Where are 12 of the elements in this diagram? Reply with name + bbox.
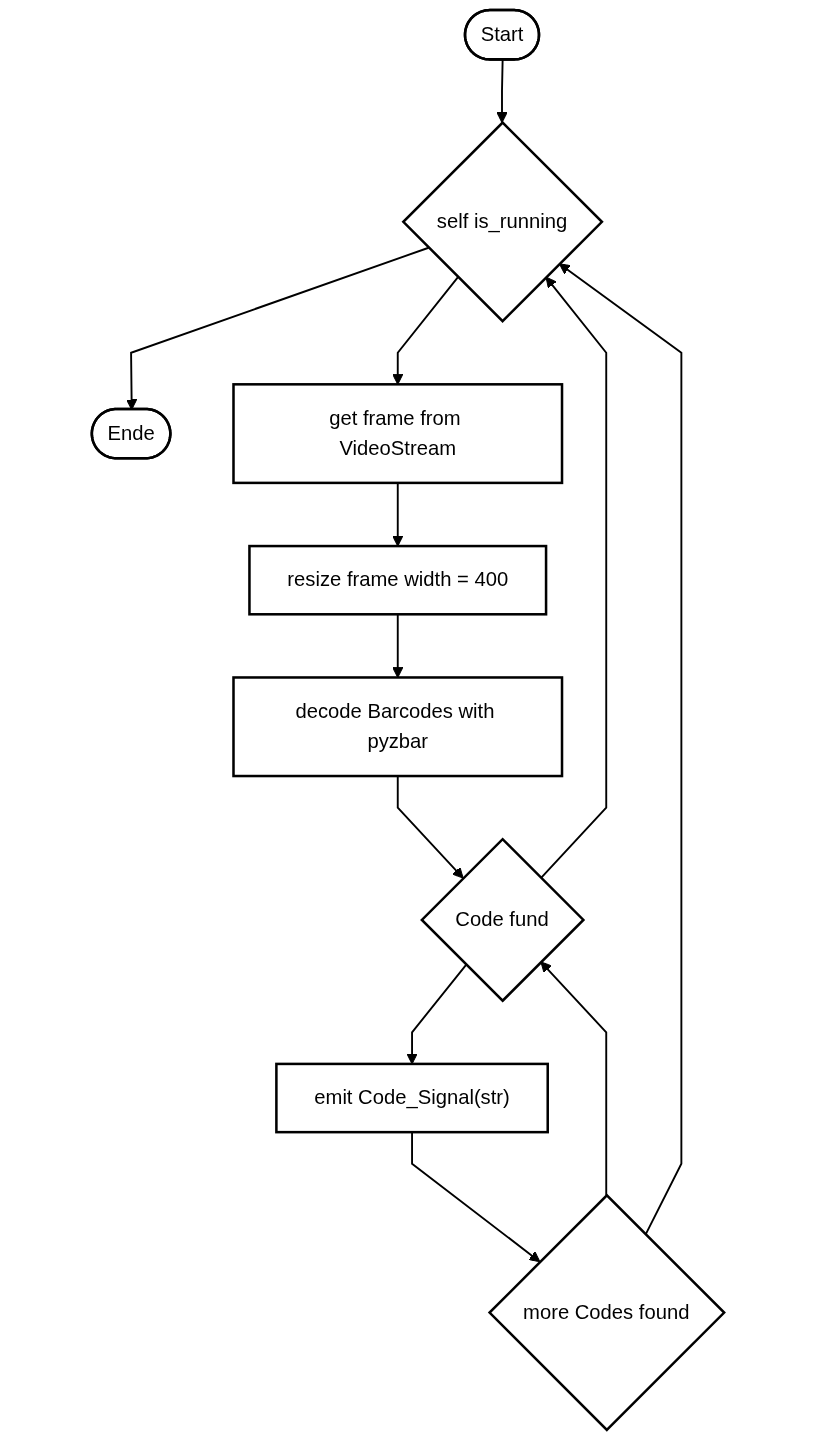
arrow [392, 276, 459, 385]
node-box: emit Code_Signal(str) [275, 1062, 549, 1134]
node-diamond: Code fund [420, 837, 586, 1003]
arrow [558, 263, 683, 1236]
arrow [540, 961, 608, 1197]
node-box: resize frame width = 400 [248, 544, 548, 616]
node-diamond: self is_running [401, 120, 604, 323]
arrow [496, 59, 508, 124]
node-box: get frame from VideoStream [232, 383, 564, 485]
node-diamond: more Codes found [487, 1193, 726, 1432]
arrow [539, 276, 608, 880]
node-box: decode Barcodes with pyzbar [232, 676, 564, 778]
